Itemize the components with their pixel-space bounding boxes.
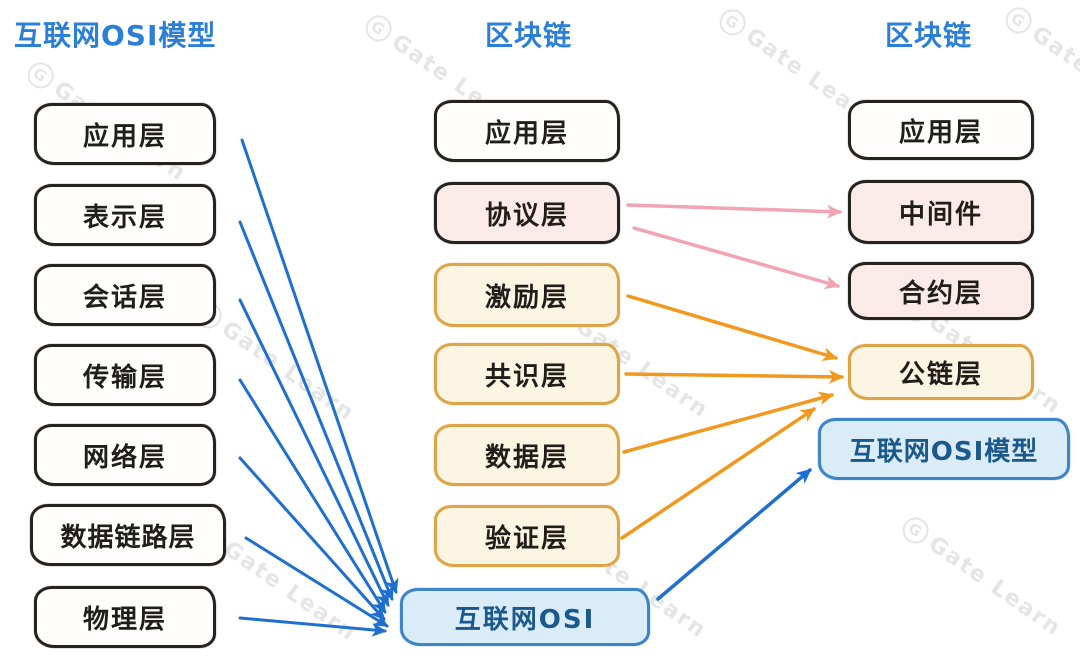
osi-box-transport: 传输层	[34, 344, 216, 406]
bc2-box-contract: 合约层	[848, 262, 1034, 320]
layer-label: 应用层	[484, 118, 569, 149]
osi-box-datalink: 数据链路层	[30, 504, 226, 566]
layer-label: 互联网OSI	[454, 604, 596, 635]
arrow-application-to-osi	[240, 138, 399, 594]
layer-label: 网络层	[82, 442, 167, 473]
bc-box-consensus: 共识层	[434, 343, 620, 405]
osi-box-presentation: 表示层	[34, 184, 216, 246]
arrow-protocol-to-middleware	[626, 203, 842, 219]
bc-box-incentive: 激励层	[434, 263, 620, 327]
gate-logo-watermark-icon: G	[897, 512, 934, 549]
layer-label: 数据层	[484, 442, 569, 473]
arrow-verification-to-publicchain	[620, 407, 816, 540]
layer-label: 合约层	[898, 278, 983, 309]
arrow-protocol-to-contract	[632, 226, 840, 290]
internet-osi-model-box: 互联网OSI模型	[818, 418, 1070, 480]
bc-box-data: 数据层	[434, 424, 620, 486]
layer-label: 验证层	[484, 523, 569, 554]
gate-logo-watermark-icon: G	[714, 4, 751, 41]
osi-box-application: 应用层	[34, 103, 216, 165]
osi-box-physical: 物理层	[34, 586, 216, 648]
layer-label: 中间件	[898, 199, 983, 230]
watermark: G Gate Learn	[897, 512, 1067, 642]
gate-logo-watermark-icon: G	[22, 57, 59, 94]
gate-logo-watermark-icon: G	[360, 10, 397, 47]
watermark-label: Gate Learn	[217, 316, 360, 427]
layer-label: 数据链路层	[60, 522, 196, 553]
arrow-osi-to-osi-model	[656, 468, 812, 601]
bc2-box-publicchain: 公链层	[848, 344, 1034, 400]
gate-logo-watermark-icon: G	[1000, 2, 1037, 39]
layer-label: 应用层	[82, 121, 167, 152]
layer-label: 会话层	[82, 282, 167, 313]
watermark-label: Gate Learn	[219, 536, 362, 647]
layer-label: 互联网OSI模型	[849, 436, 1039, 467]
arrow-presentation-to-osi	[238, 220, 394, 601]
osi-box-network: 网络层	[34, 424, 216, 486]
arrow-consensus-to-publicchain	[624, 369, 844, 384]
internet-osi-box: 互联网OSI	[400, 588, 650, 646]
bc-box-application: 应用层	[434, 100, 620, 162]
layer-label: 共识层	[484, 361, 569, 392]
layer-label: 公链层	[898, 359, 983, 390]
blockchain-title-1: 区块链	[485, 19, 573, 52]
layer-label: 激励层	[484, 282, 569, 313]
layer-label: 表示层	[82, 202, 167, 233]
bc2-box-middleware: 中间件	[848, 180, 1034, 244]
layer-label: 协议层	[484, 200, 569, 231]
arrow-transport-to-osi	[238, 378, 387, 614]
arrow-session-to-osi	[238, 298, 390, 607]
osi-model-title: 互联网OSI模型	[14, 19, 217, 52]
osi-box-session: 会话层	[34, 264, 216, 326]
watermark-label: Gate Learn	[1027, 21, 1080, 131]
blue-converge-arrows	[238, 138, 399, 637]
arrow-datalink-to-osi	[244, 536, 389, 628]
layer-label: 物理层	[82, 604, 167, 635]
orange-arrows	[620, 294, 844, 540]
layer-label: 传输层	[82, 362, 167, 393]
bc-box-verification: 验证层	[434, 505, 620, 567]
arrow-incentive-to-publicchain	[626, 294, 838, 361]
layer-label: 应用层	[898, 117, 983, 148]
bc2-box-application: 应用层	[848, 100, 1034, 160]
blue-cross-arrow	[656, 468, 812, 601]
bc-box-protocol: 协议层	[434, 182, 620, 244]
pink-arrows	[626, 203, 842, 290]
arrow-physical-to-osi	[238, 616, 387, 637]
watermark-label: Gate Learn	[924, 531, 1067, 642]
arrow-network-to-osi	[238, 456, 386, 621]
blockchain-title-2: 区块链	[885, 19, 973, 52]
arrow-data-to-publicchain	[622, 391, 834, 454]
